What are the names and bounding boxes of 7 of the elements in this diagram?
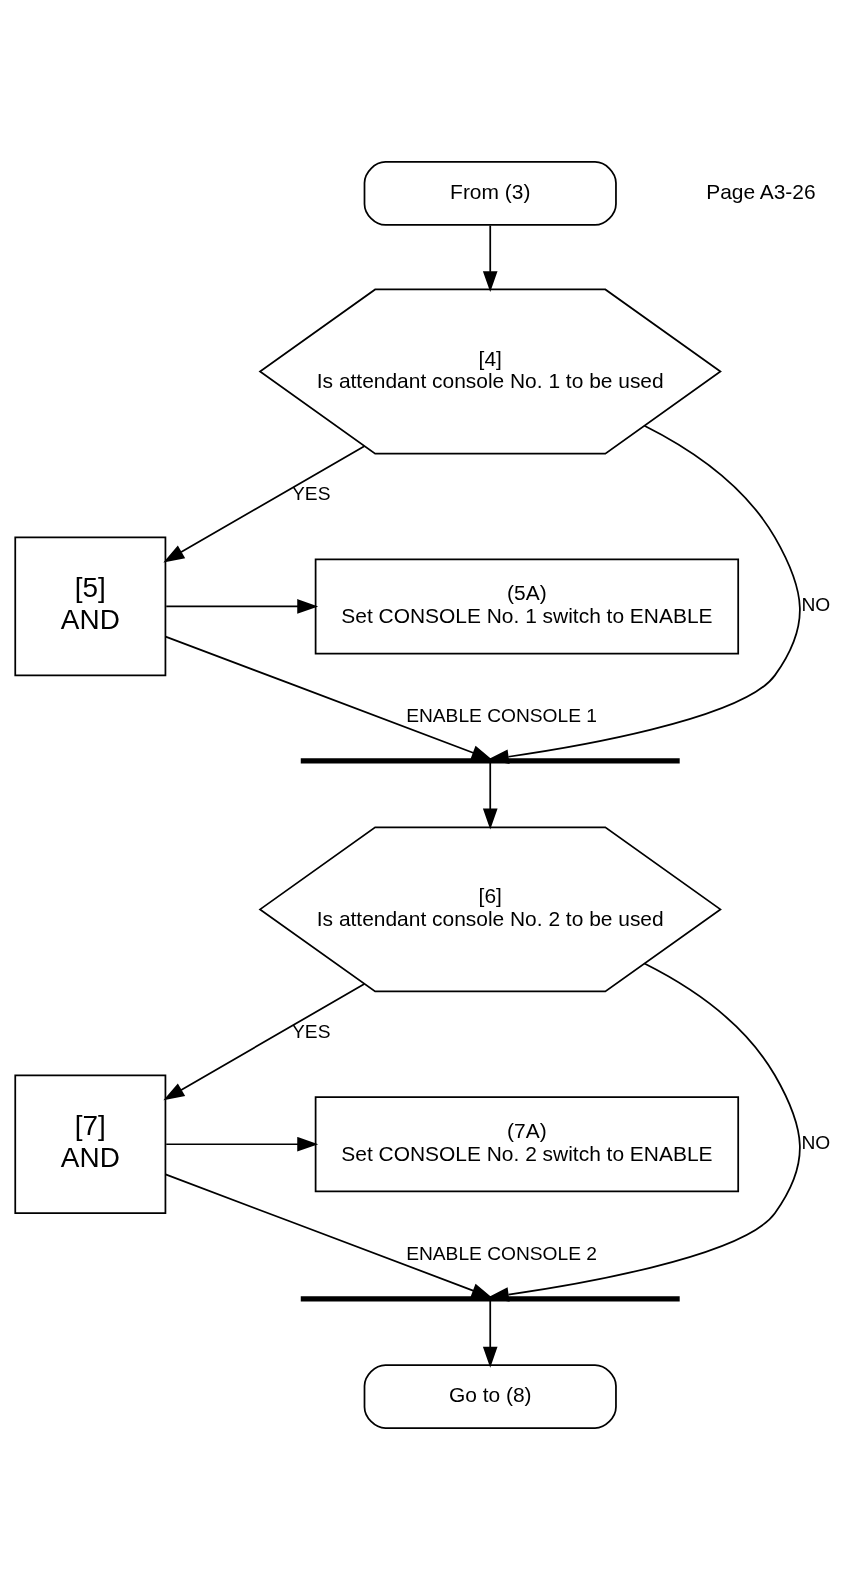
edge-label: YES (292, 1020, 331, 1042)
label: Page A3-26 (706, 179, 816, 203)
edge-label: NO (801, 1131, 831, 1153)
edge-label: NO (801, 593, 831, 615)
edge-label: ENABLE CONSOLE 1 (406, 704, 598, 726)
edge-label: ENABLE CONSOLE 2 (406, 1242, 598, 1264)
edge-label: YES (292, 482, 331, 504)
